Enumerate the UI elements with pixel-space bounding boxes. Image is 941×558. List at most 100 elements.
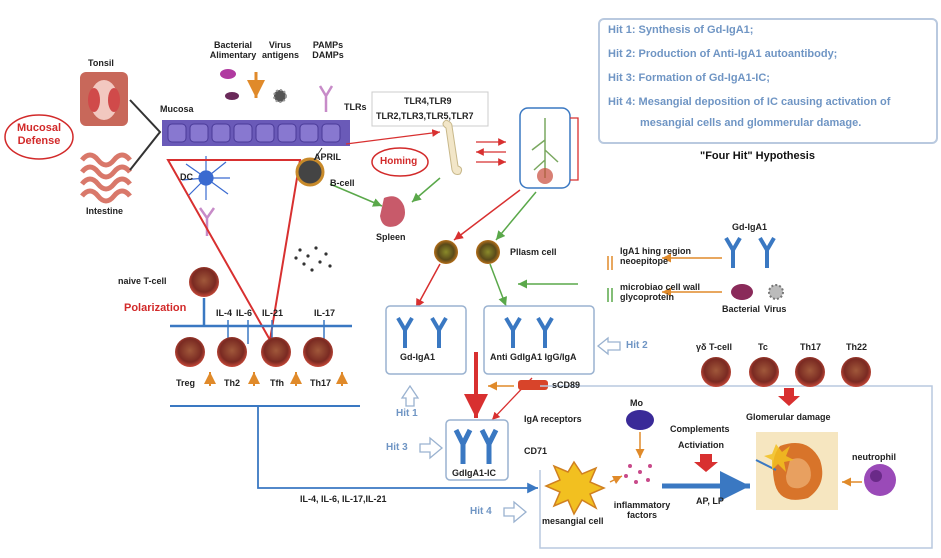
scd89-icon	[518, 380, 548, 390]
april-label: APRIL	[314, 152, 341, 162]
virus-label: Virus	[764, 304, 787, 314]
spleen-label: Spleen	[376, 232, 406, 242]
gd-iga1-box	[385, 305, 467, 375]
th22-label: Th22	[846, 342, 868, 352]
virus-antigen-icon	[273, 89, 287, 103]
hit1-label: Hit 1	[396, 408, 418, 419]
hit1-arrow	[400, 384, 420, 407]
th17-label: Th17	[800, 342, 822, 352]
polarization-label: Polarization	[124, 302, 187, 314]
hit4-arrow	[503, 500, 528, 524]
tlr-box	[371, 91, 489, 127]
hit3-arrow	[419, 436, 444, 460]
tonsil-image	[80, 72, 128, 126]
bone-icon	[442, 119, 463, 175]
monocyte-icon	[626, 410, 654, 430]
cytokine-il6: IL-6	[236, 308, 253, 318]
tc-label: Tc	[758, 342, 768, 352]
glomerular-down-arrow	[778, 388, 800, 406]
hit2-arrow	[596, 336, 621, 356]
spleen-icon	[380, 196, 405, 227]
b-cell-label: B-cell	[330, 178, 355, 188]
yd-tcell-label: γδ T-cell	[696, 342, 732, 352]
anti-gd-iga1-box	[483, 305, 595, 375]
cd71-label: CD71	[524, 446, 548, 456]
mesangial-cell-icon	[544, 460, 606, 516]
plasma-cell-icon-2	[476, 240, 500, 264]
cytokine-dots	[294, 246, 332, 272]
subset-th2: Th2	[224, 378, 241, 388]
bacterial-antigen-icon	[220, 69, 236, 79]
neutrophil-label: neutrophil	[852, 452, 896, 462]
bacterial-alimentary-label: Bacterial Alimentary	[209, 40, 257, 61]
mucosa-label: Mucosa	[160, 104, 194, 114]
pamps-damps-label: PAMPs DAMPs	[312, 40, 344, 61]
complex-label: GdIgA1-IC	[452, 468, 496, 478]
tlr-line-1: TLR4,TLR9	[404, 96, 452, 106]
virus-icon	[768, 284, 784, 300]
bacterial-label: Bacterial	[722, 304, 761, 314]
effector-tcell-row	[701, 357, 871, 387]
plasm-cell-label: Pllasm cell	[510, 247, 557, 257]
cytokine-output-arrow	[257, 406, 538, 494]
dc-label: DC	[180, 172, 193, 182]
mucosal-defense-label: Mucosal Defense	[16, 122, 61, 147]
epitope-label: IgA1 hing region neoepitope	[620, 246, 691, 267]
inflammatory-dots	[624, 464, 652, 484]
tonsil-label: Tonsil	[88, 58, 114, 68]
hypothesis-caption: "Four Hit" Hypothesis	[700, 150, 815, 162]
activation-label: Activiation	[678, 440, 725, 450]
cytokine-il4: IL-4	[216, 308, 233, 318]
hit-line-2: Hit 2: Production of Anti-IgA1 autoantib…	[608, 48, 838, 60]
four-hit-box	[598, 18, 938, 144]
cytokine-output-label: IL-4, IL-6, IL-17,IL-21	[300, 494, 387, 504]
gd-iga1-top-label: Gd-IgA1	[732, 222, 767, 232]
complement-down-arrow	[694, 454, 718, 472]
kidney-panel-border	[539, 385, 933, 549]
intestine-label: Intestine	[86, 206, 124, 216]
scd89-label: sCD89	[552, 380, 581, 390]
complements-label: Complements	[670, 424, 730, 434]
glomerular-label: Glomerular damage	[746, 412, 831, 422]
subset-treg: Treg	[176, 378, 196, 388]
anti-box-label: Anti GdIgA1 IgG/IgA	[490, 352, 577, 362]
iga-receptors-label: IgA receptors	[524, 414, 582, 424]
mo-label: Mo	[630, 398, 643, 408]
connector-tonsil	[129, 99, 162, 171]
hit3-label: Hit 3	[386, 442, 408, 453]
mesangial-label: mesangial cell	[542, 516, 604, 526]
intestine-image	[80, 152, 132, 204]
cytokine-il21: IL-21	[262, 308, 284, 318]
mucosa-layer	[162, 120, 350, 146]
b-cell-icon	[295, 157, 325, 187]
naive-tcell-icon	[189, 267, 219, 297]
polarization-triangle	[166, 159, 302, 343]
tcell-subset-row	[175, 337, 333, 367]
hit-line-5: mesangial cells and glommerular damage.	[640, 117, 862, 129]
hit-line-1: Hit 1: Synthesis of Gd-IgA1;	[608, 24, 754, 36]
plasma-cell-icon	[434, 240, 458, 264]
subset-tfh: Tfh	[270, 378, 284, 388]
hit-line-4: Hit 4: Mesangial deposition of IC causin…	[608, 96, 891, 108]
gd-iga1-antibody-icons	[724, 236, 776, 268]
hit2-label: Hit 2	[626, 340, 648, 351]
gd-iga1-box-label: Gd-IgA1	[400, 352, 435, 362]
cytokine-il17: IL-17	[314, 308, 336, 318]
tlrs-label: TLRs	[344, 102, 367, 112]
virus-antigens-label: Virus antigens	[262, 40, 300, 61]
ap-lp-label: AP, LP	[696, 496, 724, 506]
tlr-line-2: TLR2,TLR3,TLR5,TLR7	[376, 111, 474, 121]
mucosal-defense-ellipse	[4, 114, 74, 160]
tlr-receptor-icon	[318, 85, 334, 112]
subset-th17: Th17	[310, 378, 332, 388]
hit-line-3: Hit 3: Formation of Gd-IgA1-IC;	[608, 72, 770, 84]
bacterial-icon	[731, 284, 753, 300]
homing-ellipse	[371, 147, 429, 177]
microbial-label: microbiao cell wall glycoprotein	[620, 282, 701, 303]
naive-tcell-label: naive T-cell	[118, 276, 167, 286]
hit4-label: Hit 4	[470, 506, 492, 517]
inflammatory-label: inflammatory factors	[613, 500, 671, 521]
dendritic-cell-icon	[181, 156, 230, 200]
